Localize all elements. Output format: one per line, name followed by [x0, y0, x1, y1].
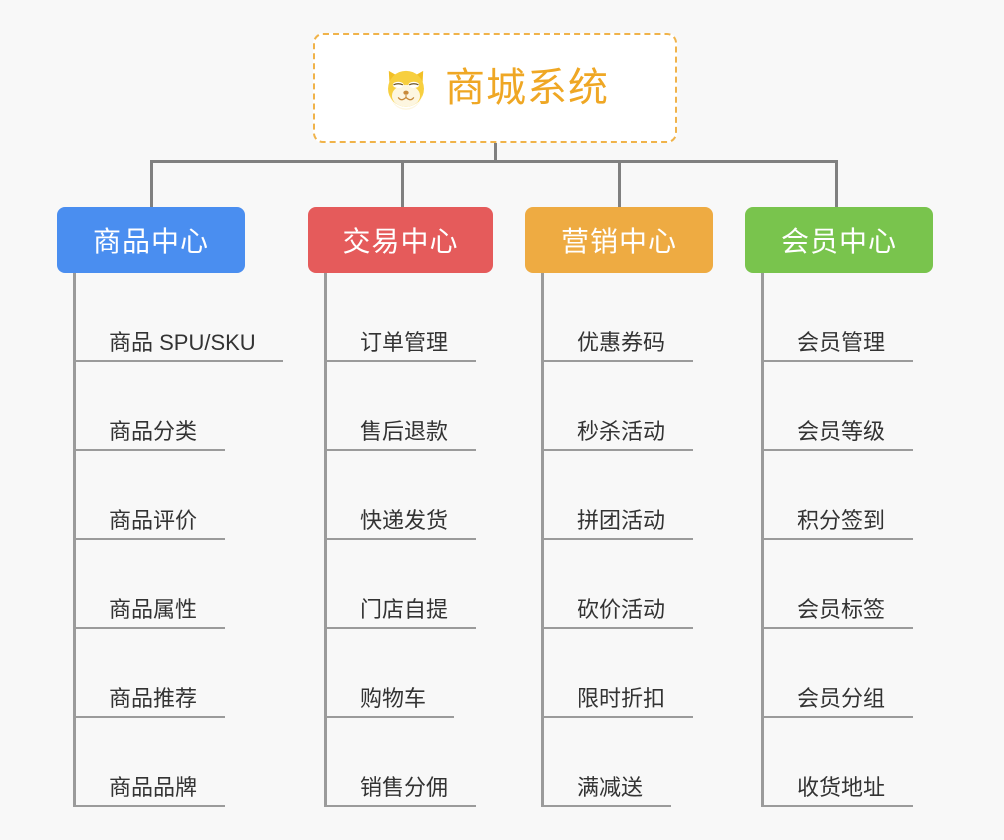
leaf-label: 售后退款 — [360, 419, 449, 444]
leaf-item[interactable]: 积分签到 — [761, 451, 933, 540]
leaf-label: 优惠券码 — [577, 330, 666, 355]
leaf-label: 秒杀活动 — [577, 419, 666, 444]
category-node-3[interactable]: 营销中心 — [525, 207, 713, 273]
connector-root-stem — [494, 143, 497, 163]
leaf-label: 会员等级 — [797, 419, 886, 444]
leaf-label: 购物车 — [360, 686, 427, 711]
leaf-label: 满减送 — [577, 775, 644, 800]
leaf-label: 会员标签 — [797, 597, 886, 622]
leaf-item[interactable]: 会员分组 — [761, 629, 933, 718]
leaf-label: 销售分佣 — [360, 775, 449, 800]
connector-drop-3 — [618, 160, 621, 209]
category-node-4[interactable]: 会员中心 — [745, 207, 933, 273]
leaf-item[interactable]: 满减送 — [541, 718, 713, 807]
root-title: 商城系统 — [445, 66, 609, 110]
leaf-list-4: 会员管理 会员等级 积分签到 会员标签 会员分组 收货地址 — [761, 273, 933, 807]
leaf-item[interactable]: 收货地址 — [761, 718, 933, 807]
branch-column-3: 营销中心 优惠券码 秒杀活动 拼团活动 砍价活动 限时折扣 满减送 — [525, 207, 713, 807]
category-title-1: 商品中心 — [92, 226, 209, 257]
leaf-spine-3 — [541, 273, 544, 807]
connector-drop-2 — [401, 160, 404, 209]
leaf-spine-2 — [324, 273, 327, 807]
leaf-label: 拼团活动 — [577, 508, 666, 533]
category-title-4: 会员中心 — [780, 226, 897, 257]
leaf-item[interactable]: 商品 SPU/SKU — [73, 273, 283, 362]
leaf-label: 快递发货 — [360, 508, 449, 533]
leaf-item[interactable]: 拼团活动 — [541, 451, 713, 540]
leaf-label: 会员管理 — [797, 330, 886, 355]
leaf-label: 门店自提 — [360, 597, 449, 622]
category-title-3: 营销中心 — [560, 226, 677, 257]
leaf-label: 订单管理 — [360, 330, 449, 355]
leaf-item[interactable]: 优惠券码 — [541, 273, 713, 362]
leaf-list-2: 订单管理 售后退款 快递发货 门店自提 购物车 销售分佣 — [324, 273, 493, 807]
leaf-list-3: 优惠券码 秒杀活动 拼团活动 砍价活动 限时折扣 满减送 — [541, 273, 713, 807]
leaf-label: 积分签到 — [797, 508, 886, 533]
leaf-item[interactable]: 砍价活动 — [541, 540, 713, 629]
leaf-spine-1 — [73, 273, 76, 807]
leaf-label: 商品评价 — [109, 508, 198, 533]
leaf-item[interactable]: 会员标签 — [761, 540, 933, 629]
leaf-label: 限时折扣 — [577, 686, 666, 711]
leaf-item[interactable]: 商品评价 — [73, 451, 245, 540]
root-node[interactable]: 商城系统 — [313, 33, 677, 143]
leaf-list-1: 商品 SPU/SKU 商品分类 商品评价 商品属性 商品推荐 商品品牌 — [73, 273, 283, 807]
leaf-item[interactable]: 限时折扣 — [541, 629, 713, 718]
leaf-label: 会员分组 — [797, 686, 886, 711]
category-node-2[interactable]: 交易中心 — [308, 207, 493, 273]
leaf-label: 商品属性 — [109, 597, 198, 622]
leaf-spine-4 — [761, 273, 764, 807]
leaf-item[interactable]: 商品属性 — [73, 540, 245, 629]
leaf-item[interactable]: 门店自提 — [324, 540, 493, 629]
leaf-item[interactable]: 销售分佣 — [324, 718, 493, 807]
leaf-item[interactable]: 购物车 — [324, 629, 493, 718]
category-node-1[interactable]: 商品中心 — [57, 207, 245, 273]
branch-column-1: 商品中心 商品 SPU/SKU 商品分类 商品评价 商品属性 商品推荐 商品品牌 — [57, 207, 283, 807]
shiba-dog-face-icon — [388, 70, 424, 110]
branch-column-4: 会员中心 会员管理 会员等级 积分签到 会员标签 会员分组 收货地址 — [745, 207, 933, 807]
leaf-item[interactable]: 会员管理 — [761, 273, 933, 362]
leaf-label: 收货地址 — [797, 775, 886, 800]
leaf-item[interactable]: 商品分类 — [73, 362, 245, 451]
leaf-item[interactable]: 会员等级 — [761, 362, 933, 451]
leaf-item[interactable]: 订单管理 — [324, 273, 493, 362]
connector-horizontal-bus — [150, 160, 838, 163]
connector-drop-4 — [835, 160, 838, 209]
leaf-item[interactable]: 快递发货 — [324, 451, 493, 540]
leaf-item[interactable]: 商品推荐 — [73, 629, 245, 718]
branch-column-2: 交易中心 订单管理 售后退款 快递发货 门店自提 购物车 销售分佣 — [308, 207, 493, 807]
leaf-item[interactable]: 售后退款 — [324, 362, 493, 451]
leaf-item[interactable]: 秒杀活动 — [541, 362, 713, 451]
leaf-label: 砍价活动 — [577, 597, 666, 622]
leaf-item[interactable]: 商品品牌 — [73, 718, 245, 807]
leaf-label: 商品 SPU/SKU — [109, 330, 256, 355]
connector-drop-1 — [150, 160, 153, 209]
leaf-label: 商品品牌 — [109, 775, 198, 800]
leaf-label: 商品推荐 — [109, 686, 198, 711]
leaf-label: 商品分类 — [109, 419, 198, 444]
category-title-2: 交易中心 — [342, 226, 459, 257]
